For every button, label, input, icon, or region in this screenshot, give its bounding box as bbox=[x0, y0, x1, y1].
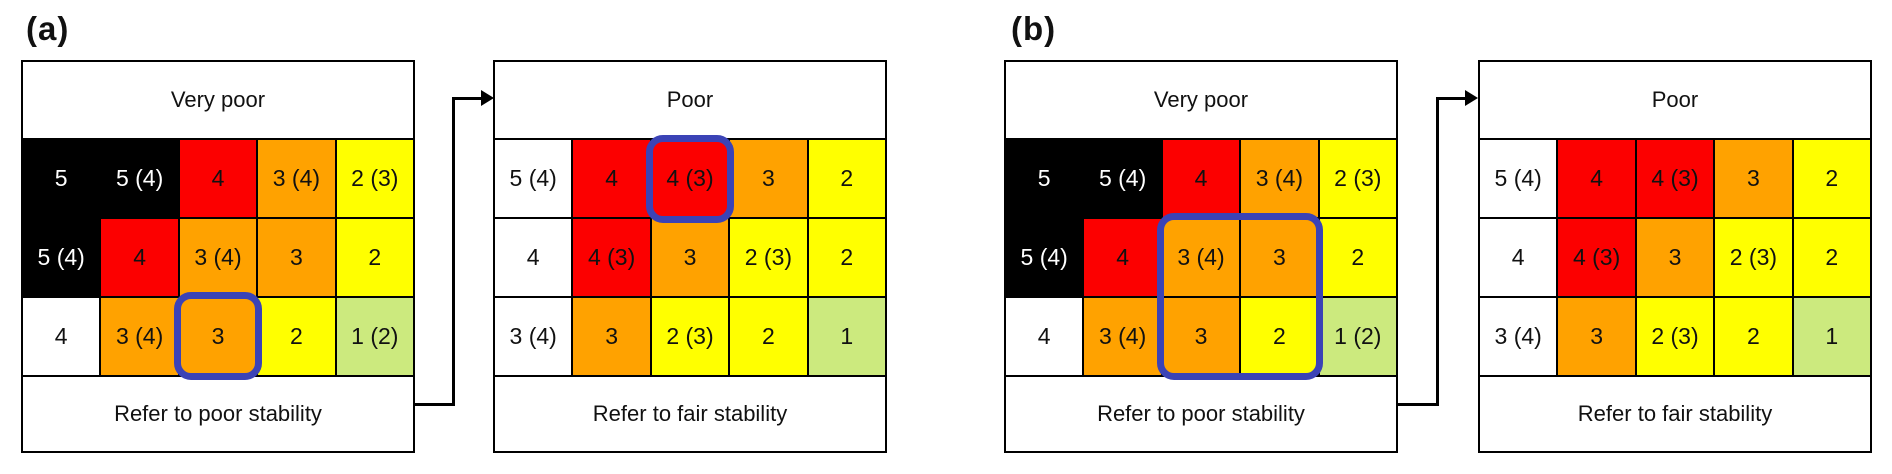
matrix-cell: 3 (4) bbox=[258, 140, 335, 217]
table-header-label: Very poor bbox=[170, 87, 266, 112]
matrix-cell: 3 bbox=[730, 140, 807, 217]
table-header: Very poor bbox=[23, 62, 413, 140]
matrix-cell: 4 bbox=[101, 219, 178, 296]
matrix-cell: 2 bbox=[258, 298, 335, 375]
matrix-cell: 3 (4) bbox=[1480, 298, 1557, 375]
matrix-cell: 2 (3) bbox=[651, 298, 729, 375]
matrix-cell: 2 bbox=[1319, 219, 1396, 296]
matrix-cell: 5 (4) bbox=[1006, 219, 1083, 296]
matrix-cell: 5 bbox=[23, 140, 100, 217]
matrix-cell: 3 bbox=[651, 219, 729, 296]
matrix-cell: 4 (3) bbox=[1636, 140, 1714, 217]
matrix-cell: 3 (4) bbox=[101, 298, 178, 375]
connector-segment bbox=[1398, 403, 1439, 406]
matrix-cell: 3 bbox=[179, 298, 257, 375]
connector-segment bbox=[452, 97, 455, 406]
matrix-cell: 2 bbox=[808, 219, 885, 296]
matrix-cell: 5 bbox=[1006, 140, 1083, 217]
connector-segment bbox=[452, 97, 483, 100]
matrix-cell: 3 bbox=[1558, 298, 1635, 375]
matrix-cell: 3 (4) bbox=[179, 219, 257, 296]
arrowhead-icon bbox=[481, 90, 494, 106]
table-header-label: Poor bbox=[666, 87, 714, 112]
matrix-cell: 3 (4) bbox=[495, 298, 572, 375]
matrix-cell: 4 bbox=[1084, 219, 1161, 296]
table-footer-label: Refer to fair stability bbox=[592, 401, 788, 426]
matrix-cell: 3 (4) bbox=[1162, 219, 1240, 296]
matrix-cell: 4 bbox=[495, 219, 572, 296]
matrix-cell: 4 bbox=[1480, 219, 1557, 296]
table-header-label: Poor bbox=[1651, 87, 1699, 112]
table-footer: Refer to fair stability bbox=[1480, 375, 1870, 451]
matrix-cell: 2 bbox=[1241, 298, 1318, 375]
matrix-cell: 3 bbox=[258, 219, 335, 296]
table-footer: Refer to poor stability bbox=[1006, 375, 1396, 451]
table-footer-label: Refer to poor stability bbox=[1097, 401, 1305, 426]
matrix-cell: 2 bbox=[808, 140, 885, 217]
table-footer-label: Refer to fair stability bbox=[1577, 401, 1773, 426]
matrix-cell: 2 (3) bbox=[1715, 219, 1792, 296]
matrix-cell: 2 (3) bbox=[1636, 298, 1714, 375]
matrix-cell: 2 (3) bbox=[1319, 140, 1396, 217]
matrix-cell: 3 (4) bbox=[1241, 140, 1318, 217]
matrix-cell: 5 (4) bbox=[1084, 140, 1161, 217]
matrix-cell: 1 (2) bbox=[1319, 298, 1396, 375]
matrix-cell: 4 (3) bbox=[1558, 219, 1635, 296]
matrix-cell: 4 bbox=[1006, 298, 1083, 375]
matrix-cell: 4 bbox=[573, 140, 650, 217]
matrix-cell: 4 bbox=[1558, 140, 1635, 217]
matrix-cell: 2 bbox=[336, 219, 413, 296]
matrix-cell: 2 bbox=[1793, 140, 1870, 217]
matrix-cell: 2 bbox=[730, 298, 807, 375]
connector-segment bbox=[415, 403, 455, 406]
matrix-cell: 3 bbox=[573, 298, 650, 375]
matrix-cell: 3 (4) bbox=[1084, 298, 1161, 375]
matrix-cell: 3 bbox=[1241, 219, 1318, 296]
matrix-cell: 1 bbox=[1793, 298, 1870, 375]
matrix-cell: 2 (3) bbox=[336, 140, 413, 217]
matrix-cell: 5 (4) bbox=[495, 140, 572, 217]
matrix-cell: 4 bbox=[179, 140, 257, 217]
matrix-cell: 4 bbox=[23, 298, 100, 375]
table-footer: Refer to poor stability bbox=[23, 375, 413, 451]
table-footer-label: Refer to poor stability bbox=[114, 401, 322, 426]
panel-a-label: (a) bbox=[26, 10, 70, 47]
matrix-cell: 5 (4) bbox=[23, 219, 100, 296]
arrowhead-icon bbox=[1465, 90, 1478, 106]
matrix-cell: 4 (3) bbox=[651, 140, 729, 217]
table-header: Poor bbox=[495, 62, 885, 140]
panel-b-label: (b) bbox=[1011, 10, 1057, 47]
matrix-cell: 2 (3) bbox=[730, 219, 807, 296]
connector-segment bbox=[1436, 97, 1467, 100]
table-header: Very poor bbox=[1006, 62, 1396, 140]
matrix-cell: 3 bbox=[1162, 298, 1240, 375]
matrix-cell: 3 bbox=[1636, 219, 1714, 296]
table-header: Poor bbox=[1480, 62, 1870, 140]
matrix-cell: 5 (4) bbox=[1480, 140, 1557, 217]
matrix-cell: 2 bbox=[1793, 219, 1870, 296]
matrix-cell: 1 (2) bbox=[336, 298, 413, 375]
table-header-label: Very poor bbox=[1153, 87, 1249, 112]
matrix-cell: 3 bbox=[1715, 140, 1792, 217]
matrix-cell: 5 (4) bbox=[101, 140, 178, 217]
table-footer: Refer to fair stability bbox=[495, 375, 885, 451]
matrix-cell: 1 bbox=[808, 298, 885, 375]
connector-segment bbox=[1436, 97, 1439, 406]
matrix-cell: 4 (3) bbox=[573, 219, 650, 296]
matrix-cell: 4 bbox=[1162, 140, 1240, 217]
matrix-cell: 2 bbox=[1715, 298, 1792, 375]
